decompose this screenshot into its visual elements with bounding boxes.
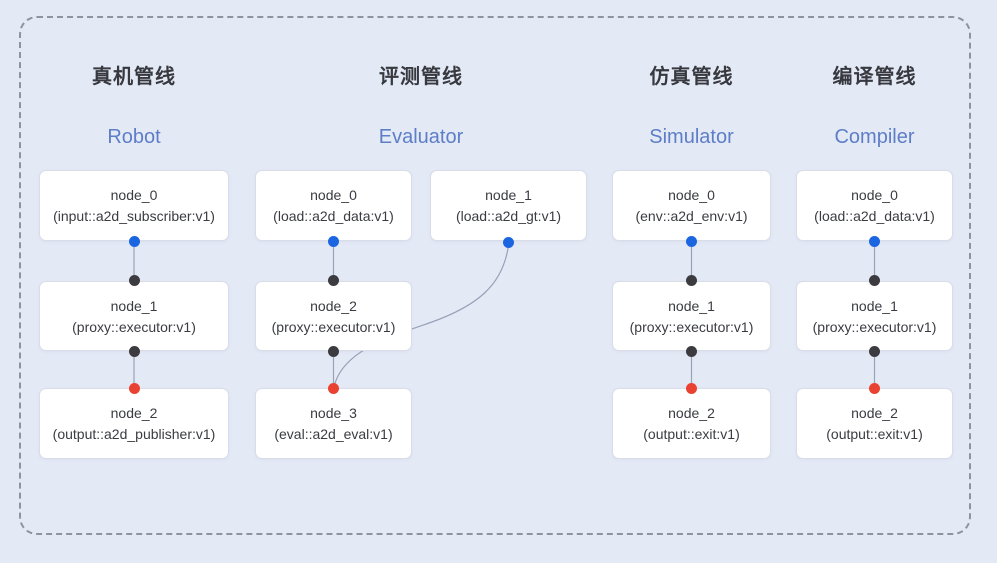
node-box-compiler-node0: node_0 (load::a2d_data:v1): [796, 170, 953, 241]
node-type: (proxy::executor:v1): [72, 318, 196, 335]
sink-port-dot: [328, 383, 339, 394]
node-name: node_3: [310, 405, 357, 421]
node-box-robot-node2: node_2 (output::a2d_publisher:v1): [39, 388, 229, 459]
pipeline-title-en: Evaluator: [378, 126, 464, 148]
node-type: (output::exit:v1): [826, 426, 923, 442]
node-box-compiler-node1: node_1 (proxy::executor:v1): [796, 281, 953, 351]
node-name: node_1: [485, 187, 532, 203]
node-type: (proxy::executor:v1): [629, 318, 754, 335]
edge-curve-gt-to-eval: [333, 244, 510, 388]
node-box-simulator-node2: node_2 (output::exit:v1): [612, 388, 771, 459]
pipeline-title-en: Simulator: [649, 126, 734, 148]
node-name: node_1: [668, 297, 715, 314]
input-port-dot: [328, 275, 339, 286]
node-box-evaluator-node3: node_3 (eval::a2d_eval:v1): [255, 388, 412, 459]
node-type: (output::exit:v1): [643, 426, 740, 442]
output-port-dot: [869, 236, 880, 247]
node-type: (eval::a2d_eval:v1): [274, 426, 393, 442]
node-box-evaluator-node1: node_1 (load::a2d_gt:v1): [430, 170, 587, 241]
pipeline-title-en: Compiler: [834, 126, 915, 148]
node-name: node_2: [851, 405, 898, 421]
output-port-dot-gt: [503, 237, 514, 248]
node-type: (load::a2d_gt:v1): [455, 208, 562, 224]
output-port-dot: [686, 236, 697, 247]
node-type: (output::a2d_publisher:v1): [52, 426, 216, 442]
node-name: node_0: [668, 187, 715, 203]
node-type: (proxy::executor:v1): [812, 318, 937, 335]
output-port-dot: [128, 236, 140, 247]
pipeline-header-simulator: 仿真管线 Simulator: [612, 63, 771, 151]
node-name: node_2: [110, 405, 158, 421]
node-type: (env::a2d_env:v1): [635, 208, 748, 224]
node-box-simulator-node0: node_0 (env::a2d_env:v1): [612, 170, 771, 241]
node-box-evaluator-node0: node_0 (load::a2d_data:v1): [255, 170, 412, 241]
pipeline-title-zh: 真机管线: [92, 66, 176, 88]
node-name: node_0: [310, 187, 357, 203]
input-port-dot: [869, 275, 880, 286]
pipeline-header-robot: 真机管线 Robot: [39, 63, 229, 151]
pipeline-title-en: Robot: [107, 126, 161, 148]
node-type: (input::a2d_subscriber:v1): [53, 208, 215, 224]
node-name: node_0: [110, 187, 158, 203]
pipeline-title-zh: 编译管线: [832, 66, 917, 88]
node-box-robot-node1: node_1 (proxy::executor:v1): [39, 281, 229, 351]
node-name: node_2: [668, 405, 715, 421]
output-port-dot-executor: [328, 345, 339, 357]
node-type: (proxy::executor:v1): [271, 318, 396, 335]
node-name: node_1: [851, 297, 898, 314]
dashed-frame: [19, 16, 971, 535]
input-port-dot: [686, 275, 697, 286]
pipeline-header-evaluator: 评测管线 Evaluator: [255, 63, 587, 151]
node-box-simulator-node1: node_1 (proxy::executor:v1): [612, 281, 771, 351]
node-box-compiler-node2: node_2 (output::exit:v1): [796, 388, 953, 459]
sink-port-dot: [128, 383, 140, 394]
output-port-dot-executor: [686, 345, 697, 357]
output-port-dot: [328, 236, 339, 247]
node-name: node_2: [310, 297, 357, 314]
sink-port-dot: [869, 383, 880, 394]
pipeline-header-compiler: 编译管线 Compiler: [796, 63, 953, 151]
pipeline-title-zh: 评测管线: [379, 66, 463, 88]
sink-port-dot: [686, 383, 697, 394]
node-box-evaluator-node2: node_2 (proxy::executor:v1): [255, 281, 412, 351]
node-type: (load::a2d_data:v1): [273, 208, 394, 224]
node-type: (load::a2d_data:v1): [814, 208, 935, 224]
node-box-robot-node0: node_0 (input::a2d_subscriber:v1): [39, 170, 229, 241]
input-port-dot: [128, 275, 140, 286]
node-name: node_0: [851, 187, 898, 203]
output-port-dot-executor: [128, 345, 140, 357]
output-port-dot-executor: [869, 345, 880, 357]
pipeline-title-zh: 仿真管线: [649, 66, 734, 88]
node-name: node_1: [110, 297, 158, 314]
